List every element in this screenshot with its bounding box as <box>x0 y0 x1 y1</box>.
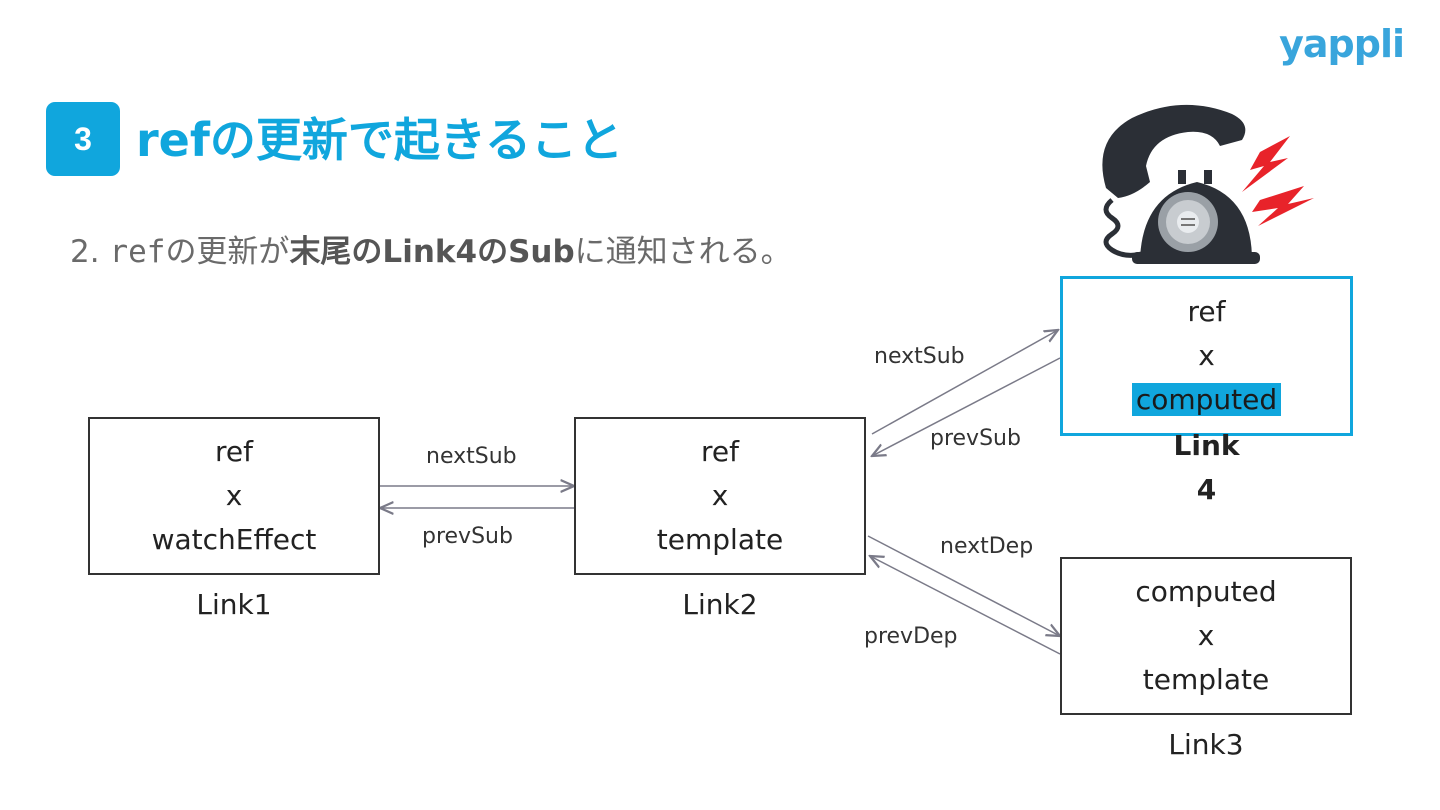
subtitle-prefix: 2. <box>70 234 110 270</box>
arrow-link3-to-link2 <box>870 556 1061 655</box>
link2-line-3: template <box>656 523 784 556</box>
edge-label-link2-link4-next: nextSub <box>874 344 965 369</box>
edge-label-link3-link2-prev: prevDep <box>864 624 958 649</box>
link4-node: ref x computed <box>1060 276 1353 436</box>
subtitle-middle: の更新が <box>165 234 290 270</box>
link2-line-1: ref <box>701 435 739 468</box>
link4-line-1: ref <box>1187 295 1226 328</box>
arrow-link2-to-link4 <box>871 330 1058 435</box>
link1-caption: Link1 <box>196 588 272 621</box>
link4-line-3: computed <box>1131 378 1282 422</box>
arrow-link4-to-link2 <box>872 357 1061 456</box>
link1-node: ref x watchEffect <box>88 417 380 575</box>
link4-line-2: x <box>1198 339 1215 372</box>
link2-line-2: x <box>711 479 729 512</box>
slide-number-badge: 3 <box>46 102 120 176</box>
ringing-telephone-icon <box>1102 104 1314 264</box>
subtitle-code: ref <box>109 234 166 270</box>
link2-node: ref x template <box>574 417 866 575</box>
edge-label-link2-link1-prev: prevSub <box>422 524 513 549</box>
edge-label-link2-link3-next: nextDep <box>940 534 1034 559</box>
link4-highlighted-computed: computed <box>1131 383 1282 416</box>
link4-caption: Link 4 <box>1173 429 1240 506</box>
arrow-link2-to-link3 <box>867 535 1060 636</box>
subtitle-suffix: に通知される。 <box>574 234 792 270</box>
edge-label-link4-link2-prev: prevSub <box>930 426 1021 451</box>
link1-line-1: ref <box>215 435 253 468</box>
link1-line-2: x <box>225 479 243 512</box>
link3-line-1: computed <box>1135 575 1277 608</box>
link3-caption: Link3 <box>1168 728 1244 761</box>
link3-line-3: template <box>1142 663 1270 696</box>
link3-line-2: x <box>1197 619 1215 652</box>
yappli-logo: yappli <box>1279 22 1405 66</box>
slide-title: refの更新で起きること <box>136 113 623 167</box>
edge-label-link1-link2-next: nextSub <box>426 444 517 469</box>
link1-line-3: watchEffect <box>151 523 317 556</box>
slide-subtitle: 2. refの更新が末尾のLink4のSubに通知される。 <box>70 226 792 271</box>
subtitle-emphasis: 末尾のLink4のSub <box>289 234 575 270</box>
link3-node: computed x template <box>1060 557 1352 715</box>
link2-caption: Link2 <box>682 588 758 621</box>
